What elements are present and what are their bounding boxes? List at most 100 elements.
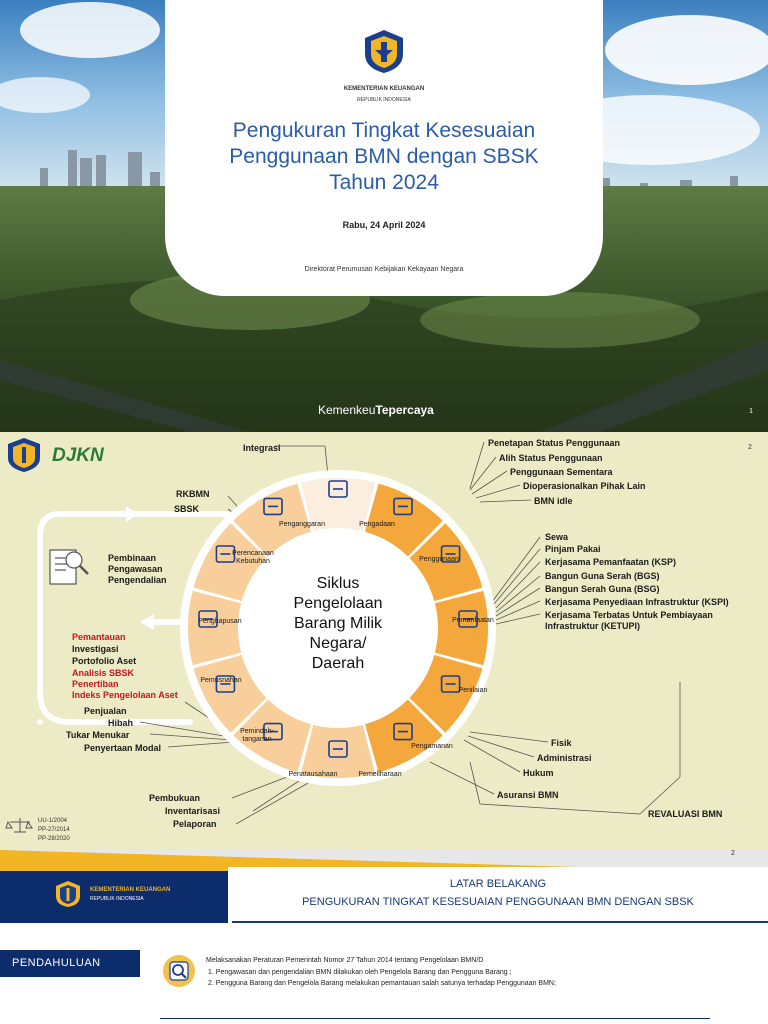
- segment-label-pengadaan: Pengadaan: [359, 521, 395, 528]
- leader-line: [495, 600, 541, 621]
- segment-label-pemusnahan: Pemusnahan: [200, 677, 242, 684]
- label-pemanfaatan-item: Bangun Guna Serah (BGS): [545, 571, 660, 581]
- segment-label-penatausahaan: Penatausahaan: [288, 771, 338, 778]
- clipboard-icon: [328, 480, 348, 498]
- building-icon: [440, 545, 461, 563]
- list-item: 2. Pengguna Barang dan Pengelola Barang …: [208, 980, 556, 987]
- label-monitoring-item: Penertiban: [72, 679, 119, 689]
- center-title-line: Pengelolaan: [293, 595, 383, 612]
- tab-pendahuluan: [0, 950, 140, 977]
- leader-line: [495, 561, 541, 609]
- label-administrasi: Administrasi: [537, 753, 592, 763]
- leader-line: [491, 536, 541, 603]
- cycle-ring: [180, 470, 496, 786]
- cover-title-line: Pengukuran Tingkat Kesesuaian: [232, 119, 536, 142]
- leader-line: [467, 735, 535, 758]
- label-pemanfaatan-item: Infrastruktur (KETUPI): [545, 621, 641, 631]
- segment-label-pengamanan: Pengamanan: [411, 743, 453, 750]
- magnifier-icon: [163, 955, 195, 987]
- label-asuransi: Asuransi BMN: [497, 790, 559, 800]
- leader-line: [469, 456, 497, 491]
- page-number: 2: [731, 850, 735, 857]
- segment-label-penghapusan: Penghapusan: [198, 618, 242, 625]
- label-pembinaan: Pembinaan: [108, 553, 157, 563]
- label-pemanfaatan-item: Sewa: [545, 532, 569, 542]
- tools-icon: [328, 740, 348, 758]
- cycle-segment: [233, 699, 311, 773]
- label-hukum: Hukum: [523, 768, 554, 778]
- trash-icon: [215, 545, 236, 563]
- leader-line: [469, 731, 549, 743]
- bag-icon: [393, 497, 413, 516]
- heading-underline: [232, 921, 768, 923]
- kemenkeu-logo-icon: [365, 30, 403, 73]
- label-penjualan: Penjualan: [84, 706, 127, 716]
- cycle-segment: [409, 655, 483, 733]
- slide-cover: KEMENTERIAN KEUANGAN REPUBLIK INDONESIA …: [0, 0, 768, 432]
- label-hibah: Hibah: [108, 718, 134, 728]
- label-pengawasan: Pengawasan: [108, 564, 163, 574]
- label-pemanfaatan-item: Kerjasama Pemanfaatan (KSP): [545, 557, 677, 567]
- center-title-line: Negara/: [309, 635, 367, 652]
- section-heading: LATAR BELAKANG: [449, 878, 547, 890]
- tab-label: PENDAHULUAN: [12, 957, 101, 969]
- shield-icon: [393, 722, 413, 741]
- page-number: 1: [749, 408, 753, 415]
- republic-name: REPUBLIK INDONESIA: [90, 896, 144, 902]
- republic-name: REPUBLIK INDONESIA: [357, 97, 411, 103]
- label-pemanfaatan-item: Bangun Serah Guna (BSG): [545, 584, 660, 594]
- cover-title-line: Penggunaan BMN dengan SBSK: [229, 145, 539, 168]
- cycle-segment: [193, 655, 267, 733]
- label-rkbmn: RKBMN: [176, 489, 210, 499]
- leader-line: [475, 484, 521, 499]
- money-icon: [263, 497, 283, 516]
- cycle-segment: [188, 590, 242, 666]
- law-ref: PP-27/2014: [38, 827, 70, 833]
- label-sbsk: SBSK: [174, 504, 200, 514]
- folder-icon: [263, 722, 283, 741]
- title-card: KEMENTERIAN KEUANGAN REPUBLIK INDONESIA …: [165, 0, 603, 296]
- slide-bmn-cycle: DJKN 2 Siklus Pengelolaan Barang Milik N…: [0, 432, 768, 850]
- leader-line: [639, 776, 681, 815]
- center-title-line: Daerah: [311, 655, 365, 672]
- label-monitoring-item: Portofolio Aset: [72, 656, 137, 666]
- segment-label-perencanaan: Perencanaan Kebutuhan: [232, 550, 274, 565]
- page-number: 2: [748, 444, 752, 451]
- leader-line: [479, 803, 641, 815]
- label-penggunaan-item: Alih Status Penggunaan: [499, 453, 603, 463]
- rent-icon: [458, 610, 478, 628]
- cycle-center: [240, 530, 436, 726]
- cover-title-line: Tahun 2024: [329, 171, 439, 194]
- leader-lines: [139, 441, 681, 825]
- leader-line: [167, 741, 235, 748]
- segment-label-penilaian: Penilaian: [458, 687, 488, 694]
- leader-line: [493, 548, 541, 605]
- label-pemanfaatan-item: Pinjam Pakai: [545, 544, 601, 554]
- tagline-bold: Tepercaya: [375, 403, 434, 417]
- intro-text: Melaksanakan Peraturan Pemerintah Nomor …: [206, 957, 484, 964]
- leader-line: [469, 441, 485, 489]
- label-penggunaan-item: Dioperasionalkan Pihak Lain: [523, 481, 646, 491]
- label-tukar-menukar: Tukar Menukar: [66, 730, 130, 740]
- cycle-segment: [365, 699, 443, 773]
- cycle-segment: [233, 483, 311, 557]
- section-subheading: PENGUKURAN TINGKAT KESESUAIAN PENGGUNAAN…: [302, 896, 694, 908]
- djkn-brand: DJKN: [52, 445, 104, 466]
- slide-background: 2 KEMENTERIAN KEUANGAN REPUBLIK INDONESI…: [0, 850, 768, 1024]
- directorate-name: Direktorat Perumusan Kebijakan Kekayaan …: [304, 266, 464, 273]
- segment-label-pemeliharaan: Pemeliharaan: [358, 771, 402, 778]
- label-penggunaan-item: Penetapan Status Penggunaan: [488, 438, 621, 448]
- leader-line: [479, 499, 532, 503]
- label-monitoring-item: Pemantauan: [72, 632, 126, 642]
- segment-label-pemanfaatan: Pemanfaatan: [452, 617, 494, 624]
- segment-label-penggunaan: Penggunaan: [419, 556, 459, 563]
- leader-line: [495, 575, 541, 613]
- label-pemanfaatan-item: Kerjasama Terbatas Untuk Pembiayaan: [545, 610, 713, 620]
- label-pemanfaatan-item: Kerjasama Penyediaan Infrastruktur (KSPI…: [545, 597, 729, 607]
- label-fisik: Fisik: [551, 738, 572, 748]
- content-divider: [160, 1018, 710, 1019]
- cycle-segment: [434, 590, 488, 666]
- kemenkeu-logo-icon: [56, 881, 80, 907]
- law-ref: UU-1/2004: [38, 818, 68, 824]
- segment-label-penganggaran: Penganggaran: [279, 521, 325, 528]
